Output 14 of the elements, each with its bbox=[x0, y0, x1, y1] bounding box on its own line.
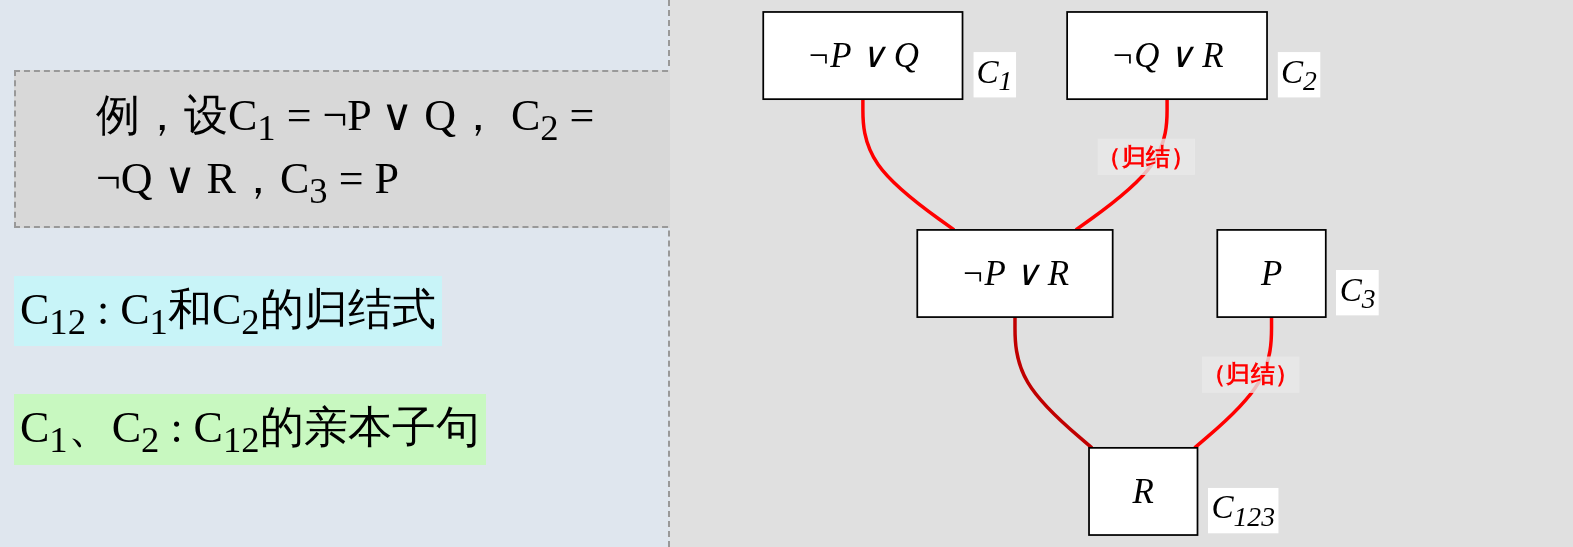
clause-label: C$_{2}$ bbox=[1277, 52, 1320, 98]
edge-label: （归结） bbox=[1096, 142, 1195, 170]
connector bbox=[1012, 317, 1093, 450]
node-box: ¬Q ∨ R bbox=[1065, 11, 1268, 101]
edge-label: （归结） bbox=[1201, 360, 1299, 388]
definition-note: C$_{12}$ : C$_{1}$和C$_{2}$的归结式 bbox=[14, 275, 442, 347]
node-box: ¬P ∨ R bbox=[915, 229, 1114, 318]
clause-label: C$_{123}$ bbox=[1207, 487, 1278, 533]
node-box: R bbox=[1087, 447, 1198, 536]
clause-label: C$_{3}$ bbox=[1335, 270, 1379, 315]
definition-note: C$_{1}$、C$_{2}$ : C$_{12}$的亲本子句 bbox=[14, 394, 486, 466]
clause-label: C$_{1}$ bbox=[972, 52, 1016, 98]
node-box: P bbox=[1215, 229, 1327, 318]
node-box: ¬P ∨ Q bbox=[761, 11, 963, 101]
